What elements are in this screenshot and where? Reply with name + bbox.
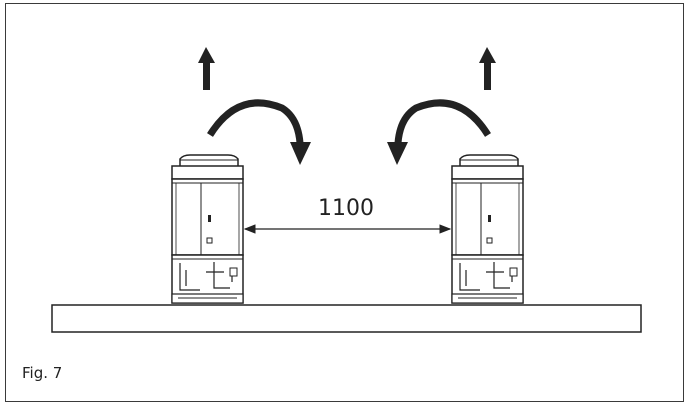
figure-frame — [5, 3, 684, 402]
outdoor-unit-right — [451, 154, 524, 304]
curved-arrow-icon — [394, 99, 491, 144]
curved-arrow-icon-head — [290, 142, 311, 165]
dimension-label: 1100 — [318, 196, 374, 221]
figure-caption: Fig. 7 — [22, 364, 63, 382]
curved-arrow-icon-head — [387, 142, 408, 165]
up-arrow-icon — [198, 47, 215, 90]
curved-arrow-icon — [207, 99, 304, 144]
base-platform — [51, 304, 642, 333]
outdoor-unit-left — [171, 154, 244, 304]
up-arrow-icon — [479, 47, 496, 90]
